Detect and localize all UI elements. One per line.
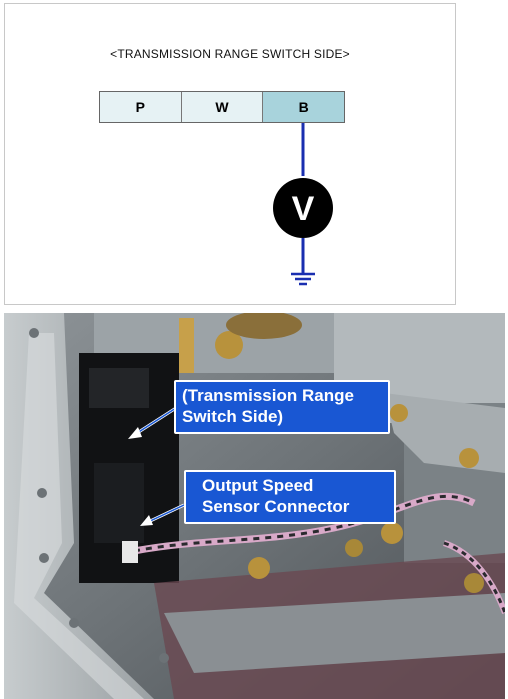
connector-pins: P W B (99, 91, 345, 123)
meter-wiring: V (273, 123, 333, 286)
diagram-title: <TRANSMISSION RANGE SWITCH SIDE> (110, 47, 350, 61)
voltmeter-label: V (292, 190, 315, 228)
wiring-diagram: <TRANSMISSION RANGE SWITCH SIDE> P W B V (4, 3, 456, 305)
callout-range-switch-side: (Transmission Range Switch Side) (174, 380, 390, 434)
pin-b: B (263, 92, 345, 122)
pin-p: P (100, 92, 182, 122)
pin-w: W (182, 92, 264, 122)
callout-output-speed-sensor: Output Speed Sensor Connector (184, 470, 396, 524)
voltmeter-icon (273, 178, 333, 238)
transmission-photo: (Transmission Range Switch Side) Output … (4, 313, 505, 699)
